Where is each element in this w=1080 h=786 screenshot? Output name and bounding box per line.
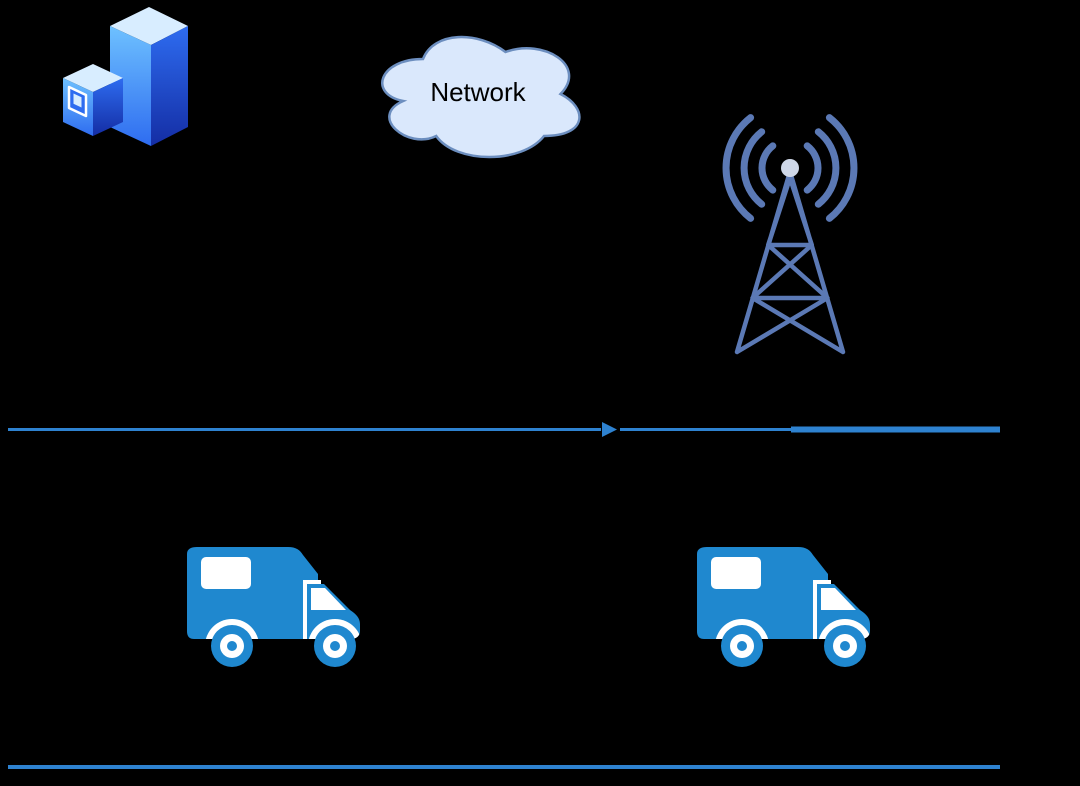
network-cloud-shape: [381, 35, 581, 159]
truck-window: [201, 557, 251, 589]
bottom-separator-line: [8, 765, 1000, 769]
mid-line-right-segment: [620, 428, 792, 431]
server-tall-box-right-face: [151, 26, 188, 146]
separator-lines: [8, 422, 1000, 769]
truck-roof-slit: [813, 580, 831, 584]
server-stack-icon: [63, 7, 188, 146]
camper-truck-icon-right: [697, 547, 870, 667]
truck-cab-slit: [303, 584, 307, 639]
camper-truck-icon-left: [187, 547, 360, 667]
truck-windshield: [821, 588, 856, 610]
radio-tower-icon: [722, 114, 858, 355]
network-label: Network: [430, 77, 526, 107]
server-screen-inner: [73, 93, 82, 108]
truck-roof-slit: [303, 580, 321, 584]
mid-line-thick-segment: [791, 426, 1000, 433]
truck-cab-slit: [813, 584, 817, 639]
tower-apex-dot: [781, 159, 799, 177]
mid-line-arrowhead-icon: [602, 422, 617, 437]
server-cube-right-face: [93, 78, 123, 136]
truck-window: [711, 557, 761, 589]
truck-rear-hub-center: [737, 641, 747, 651]
truck-front-hub-center: [330, 641, 340, 651]
truck-rear-hub-center: [227, 641, 237, 651]
network-cloud: Network: [381, 35, 581, 159]
mid-line-left-segment: [8, 428, 601, 431]
signal-arcs-right-icon: [803, 114, 858, 222]
tower-mast: [734, 172, 846, 355]
truck-front-hub-center: [840, 641, 850, 651]
signal-arcs-left-icon: [722, 114, 777, 222]
truck-windshield: [311, 588, 346, 610]
server-tall-box-top: [110, 7, 188, 45]
